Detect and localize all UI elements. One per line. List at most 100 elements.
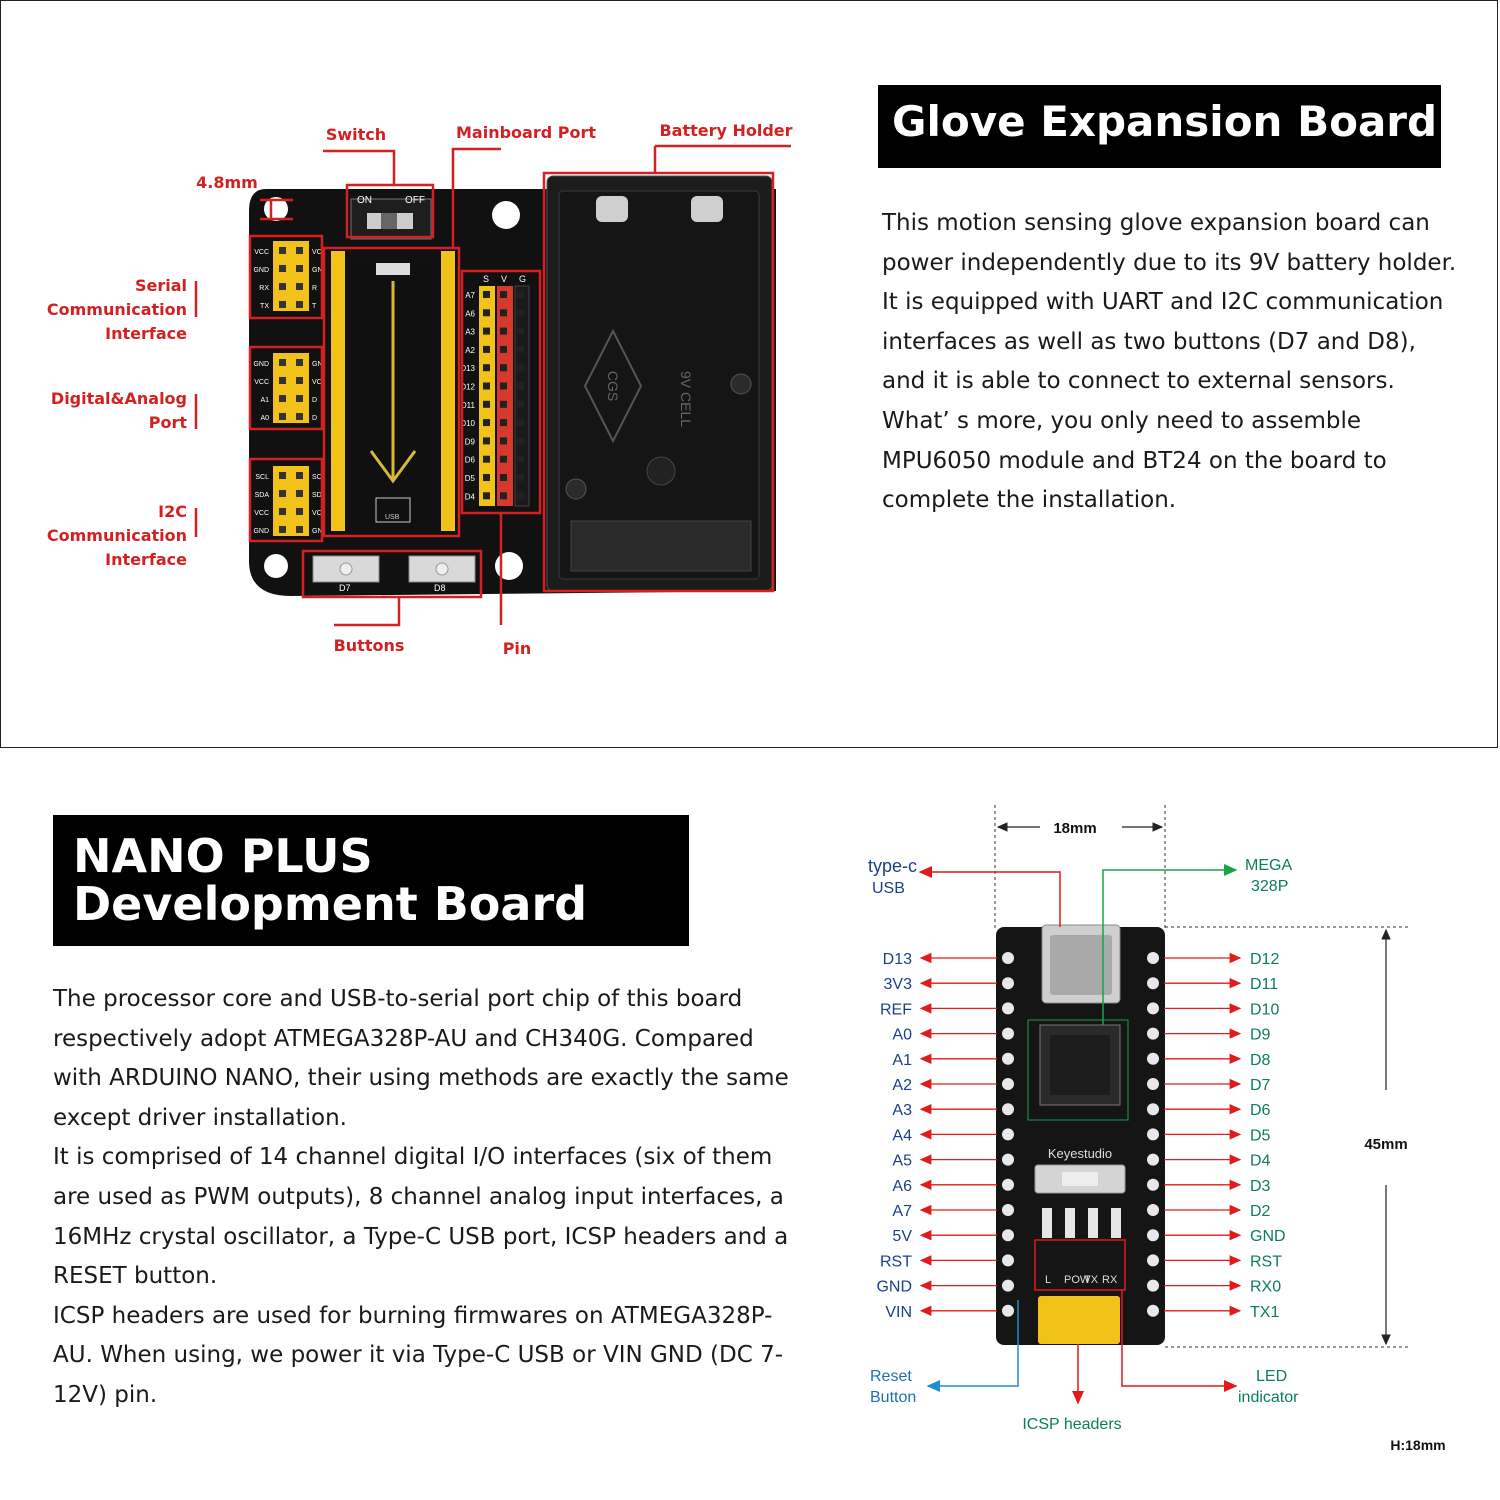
pin-header-v: [497, 286, 513, 506]
switch-on: ON: [357, 195, 372, 206]
nano-title-line2: Development Board: [73, 877, 588, 931]
pin-hole: [517, 419, 524, 427]
pin-hole: [517, 309, 524, 317]
left-pin-label: RST: [880, 1253, 912, 1270]
glove-paragraph: What’ s more, you only need to assemble …: [882, 407, 1387, 514]
header-pin-label: SDA: [255, 492, 270, 499]
right-pin-hole: [1147, 1304, 1159, 1317]
header-pin-label: A1: [260, 397, 269, 404]
header-pin-label-right: GN: [312, 267, 323, 274]
nano-description: The processor core and USB-to-serial por…: [53, 980, 798, 1416]
left-pin-hole: [1002, 1052, 1014, 1065]
led-tx: TX: [1084, 1274, 1099, 1286]
battery-terminal: [691, 196, 723, 222]
header-pin-label-right: VC: [312, 379, 322, 386]
pin-hole: [279, 247, 286, 254]
battery-terminal: [596, 196, 628, 222]
header-pin-label: GND: [253, 528, 269, 535]
left-pin-hole: [1002, 1002, 1014, 1015]
pin-hole: [279, 301, 286, 308]
brand-text: Keyestudio: [1048, 1146, 1112, 1161]
pin-hole: [500, 474, 507, 481]
header-pin-label-right: GN: [312, 361, 323, 368]
label-i2c-interface: I2C Communication Interface: [46, 502, 187, 569]
header-pin-label: RX: [259, 285, 269, 292]
callout-mega-2: 328P: [1251, 878, 1288, 895]
icsp-header: [1038, 1296, 1120, 1344]
pin-hole: [500, 400, 507, 408]
callout-reset-1: Reset: [870, 1368, 912, 1385]
mount-hole: [495, 552, 523, 580]
label-dimension: 4.8mm: [196, 173, 258, 192]
pin-hole: [500, 364, 507, 372]
dim-width: 18mm: [1053, 820, 1096, 837]
right-pin-hole: [1147, 1254, 1159, 1267]
pin-hole: [483, 382, 490, 390]
box-digital-analog: [248, 345, 324, 431]
left-pin-hole: [1002, 1103, 1014, 1116]
glove-panel: Glove Expansion Board This motion sensin…: [0, 0, 1498, 748]
mainboard-header-left: [331, 251, 345, 531]
label-pin: Pin: [502, 639, 532, 658]
left-pin-label: VIN: [885, 1304, 912, 1321]
left-pin-hole: [1002, 1254, 1014, 1267]
header-pin-label: VCC: [254, 510, 269, 517]
pin-hole: [279, 377, 286, 384]
pin-hole: [500, 309, 507, 317]
pin-hole: [483, 327, 490, 335]
nano-paragraph: The processor core and USB-to-serial por…: [53, 986, 789, 1131]
left-pin-hole: [1002, 977, 1014, 990]
box-serial: [248, 234, 324, 320]
left-pin-label: 3V3: [884, 976, 913, 993]
button-d8-label: D8: [434, 583, 446, 593]
pin-label: A6: [465, 309, 475, 318]
right-pin-hole: [1147, 1128, 1159, 1141]
right-pin-label: D5: [1250, 1127, 1271, 1144]
dim-height: 45mm: [1364, 1136, 1407, 1153]
left-pin-label: REF: [880, 1001, 912, 1018]
right-pin-label: D4: [1250, 1153, 1271, 1170]
pin-hole: [500, 345, 507, 353]
header-pin-label-right: VC: [312, 510, 322, 517]
label-serial-interface: Serial Communication Interface: [46, 276, 187, 343]
pin-hole: [500, 492, 507, 500]
header-pin-label-right: T: [312, 303, 317, 310]
pin-hole: [483, 455, 490, 463]
glove-title-box: Glove Expansion Board: [878, 85, 1441, 168]
pin-hole: [279, 490, 286, 497]
pin-hole: [483, 364, 490, 372]
pin-hole: [483, 437, 490, 445]
right-pin-hole: [1147, 1052, 1159, 1065]
battery-cell-text: 9V CELL: [678, 371, 694, 427]
left-pin-hole: [1002, 1178, 1014, 1191]
pin-hole: [296, 395, 303, 402]
callout-icsp: ICSP headers: [1022, 1416, 1121, 1433]
pin-header-g: [514, 285, 530, 507]
right-pin-hole: [1147, 1153, 1159, 1166]
pin-hole: [296, 472, 303, 479]
left-pin-label: A0: [892, 1027, 912, 1044]
pin-hole: [517, 382, 524, 390]
callout-led-2: indicator: [1238, 1389, 1299, 1406]
header-pin-label: A0: [260, 415, 269, 422]
header-pin-label: GND: [253, 267, 269, 274]
pin-hole: [483, 419, 490, 427]
led-box: [1034, 1239, 1126, 1291]
right-pin-hole: [1147, 1204, 1159, 1216]
nano-title-line1: NANO PLUS: [73, 829, 373, 883]
right-pin-label: TX1: [1250, 1304, 1279, 1321]
pin-hole: [517, 345, 524, 353]
pin-label: D4: [465, 492, 476, 501]
header-pin-label-right: GN: [312, 528, 323, 535]
nano-paragraph: It is comprised of 14 channel digital I/…: [53, 1144, 789, 1290]
pin-hole: [296, 413, 303, 420]
right-pin-hole: [1147, 1178, 1159, 1191]
left-pin-label: A4: [892, 1127, 912, 1144]
left-pin-label: 5V: [892, 1228, 912, 1245]
pin-hole: [517, 400, 524, 408]
pin-header-s: [479, 286, 495, 506]
box-battery: [542, 171, 775, 593]
header-pin-label-right: R: [312, 285, 317, 292]
callout-led-1: LED: [1256, 1368, 1287, 1385]
